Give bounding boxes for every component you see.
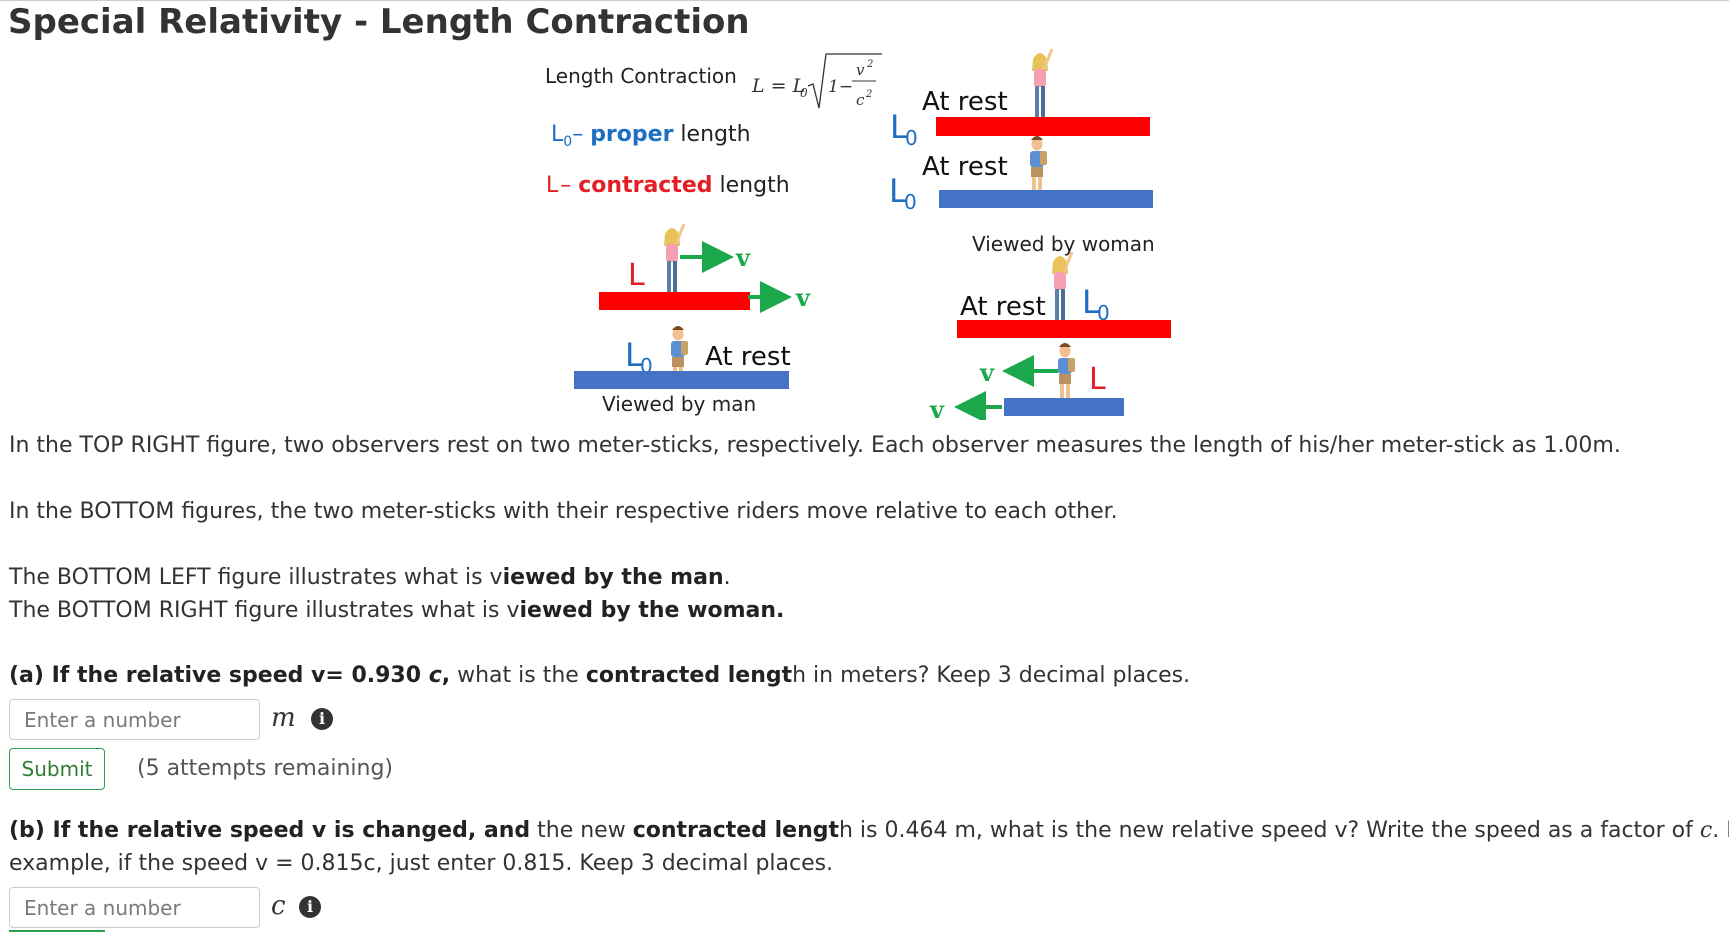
question-a-text: (a) If the relative speed v= 0.930 c, wh…: [9, 663, 1191, 688]
svg-text:1−: 1−: [828, 77, 853, 97]
submit-button-b-partial[interactable]: [9, 930, 105, 936]
svg-text:c: c: [856, 91, 865, 109]
red-meter-stick-top: [936, 117, 1150, 136]
question-b-text-line2: example, if the speed v = 0.815c, just e…: [9, 851, 834, 876]
svg-text:At rest: At rest: [922, 152, 1008, 182]
paragraph-bottom-left-description: The BOTTOM LEFT figure illustrates what …: [9, 565, 731, 590]
formula-label: Length Contraction: [545, 64, 737, 88]
red-meter-stick-proper: [957, 320, 1171, 338]
proper-length-legend: L0– proper length: [551, 122, 751, 150]
top-right-at-rest-panel: At rest L 0 At rest L 0: [889, 47, 1153, 214]
svg-text:v: v: [856, 61, 865, 79]
svg-text:0: 0: [1097, 301, 1110, 325]
viewed-by-man-caption: Viewed by man: [602, 392, 756, 416]
svg-text:2: 2: [866, 59, 873, 70]
svg-text:v: v: [979, 358, 995, 387]
blue-meter-stick-top: [939, 190, 1153, 208]
paragraph-bottom-right-description: The BOTTOM RIGHT figure illustrates what…: [9, 598, 785, 623]
svg-text:L: L: [628, 258, 645, 293]
svg-text:0: 0: [904, 190, 917, 214]
svg-text:At rest: At rest: [922, 87, 1008, 117]
question-b-text-line1: (b) If the relative speed v is changed, …: [9, 818, 1729, 843]
svg-text:0: 0: [905, 126, 918, 150]
svg-text:L0– proper length: L0– proper length: [551, 122, 751, 150]
question-a-info-icon[interactable]: i: [311, 708, 333, 730]
length-contraction-formula: L = L 0 1− v 2 c 2: [751, 53, 882, 109]
question-a-answer-input[interactable]: [9, 699, 260, 740]
svg-text:L: L: [1082, 283, 1100, 321]
svg-text:v: v: [795, 283, 811, 312]
svg-text:L: L: [889, 172, 907, 210]
svg-text:L: L: [1089, 362, 1106, 397]
contracted-length-legend: L– contracted length: [546, 173, 790, 198]
svg-text:L = L: L = L: [751, 75, 805, 97]
blue-meter-stick-proper: [574, 371, 789, 389]
svg-text:L: L: [625, 336, 643, 374]
svg-text:L– contracted length: L– contracted length: [546, 173, 790, 198]
page-title: Special Relativity - Length Contraction: [8, 2, 750, 42]
red-meter-stick-contracted: [599, 292, 750, 310]
question-b-answer-input[interactable]: [9, 887, 260, 928]
question-a-unit: m: [271, 703, 296, 733]
attempts-remaining: (5 attempts remaining): [137, 756, 393, 781]
question-b-unit: c: [271, 891, 286, 921]
svg-text:2: 2: [865, 89, 872, 100]
svg-text:At rest: At rest: [960, 292, 1046, 322]
viewed-by-woman-caption: Viewed by woman: [972, 232, 1155, 256]
submit-button[interactable]: Submit: [9, 748, 105, 790]
paragraph-top-right-description: In the TOP RIGHT figure, two observers r…: [9, 433, 1621, 458]
svg-text:v: v: [735, 243, 751, 272]
top-divider: [0, 0, 1729, 1]
svg-text:L: L: [890, 108, 908, 146]
paragraph-bottom-description: In the BOTTOM figures, the two meter-sti…: [9, 499, 1118, 524]
bottom-right-viewed-by-woman-panel: Viewed by woman At rest L 0 v L v: [929, 232, 1171, 420]
svg-text:v: v: [929, 395, 945, 420]
svg-text:At rest: At rest: [705, 342, 791, 372]
length-contraction-figure: Length Contraction L = L 0 1− v 2 c 2 L0…: [545, 47, 1171, 420]
svg-text:0: 0: [800, 86, 808, 100]
blue-meter-stick-contracted: [1004, 398, 1124, 416]
question-b-info-icon[interactable]: i: [299, 896, 321, 918]
bottom-left-viewed-by-man-panel: v L v L 0 At rest Viewed by man: [574, 222, 811, 416]
